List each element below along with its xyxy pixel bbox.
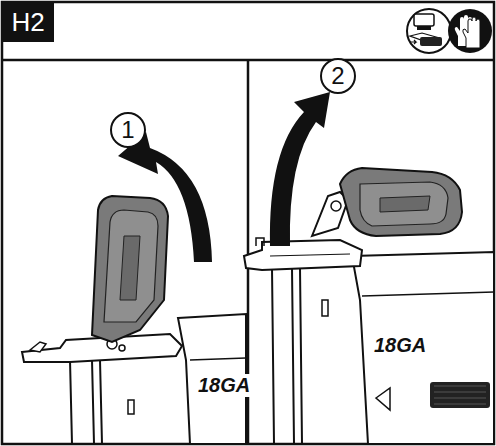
model-marking: 18GA: [196, 374, 252, 397]
callout-number: 1: [110, 112, 146, 148]
node-text: 2: [331, 62, 344, 90]
rotation-arrow: [270, 92, 330, 246]
node-text: 1: [121, 116, 134, 144]
battery-icon: [407, 9, 451, 53]
gloves-icon: [448, 9, 492, 53]
rotation-arrow: [118, 132, 212, 262]
model-marking: 18GA: [372, 334, 428, 357]
node-text: H2: [11, 7, 44, 38]
step-id-box: H2: [2, 2, 54, 42]
callout-number: 2: [320, 58, 356, 94]
left-tool: [22, 196, 246, 444]
